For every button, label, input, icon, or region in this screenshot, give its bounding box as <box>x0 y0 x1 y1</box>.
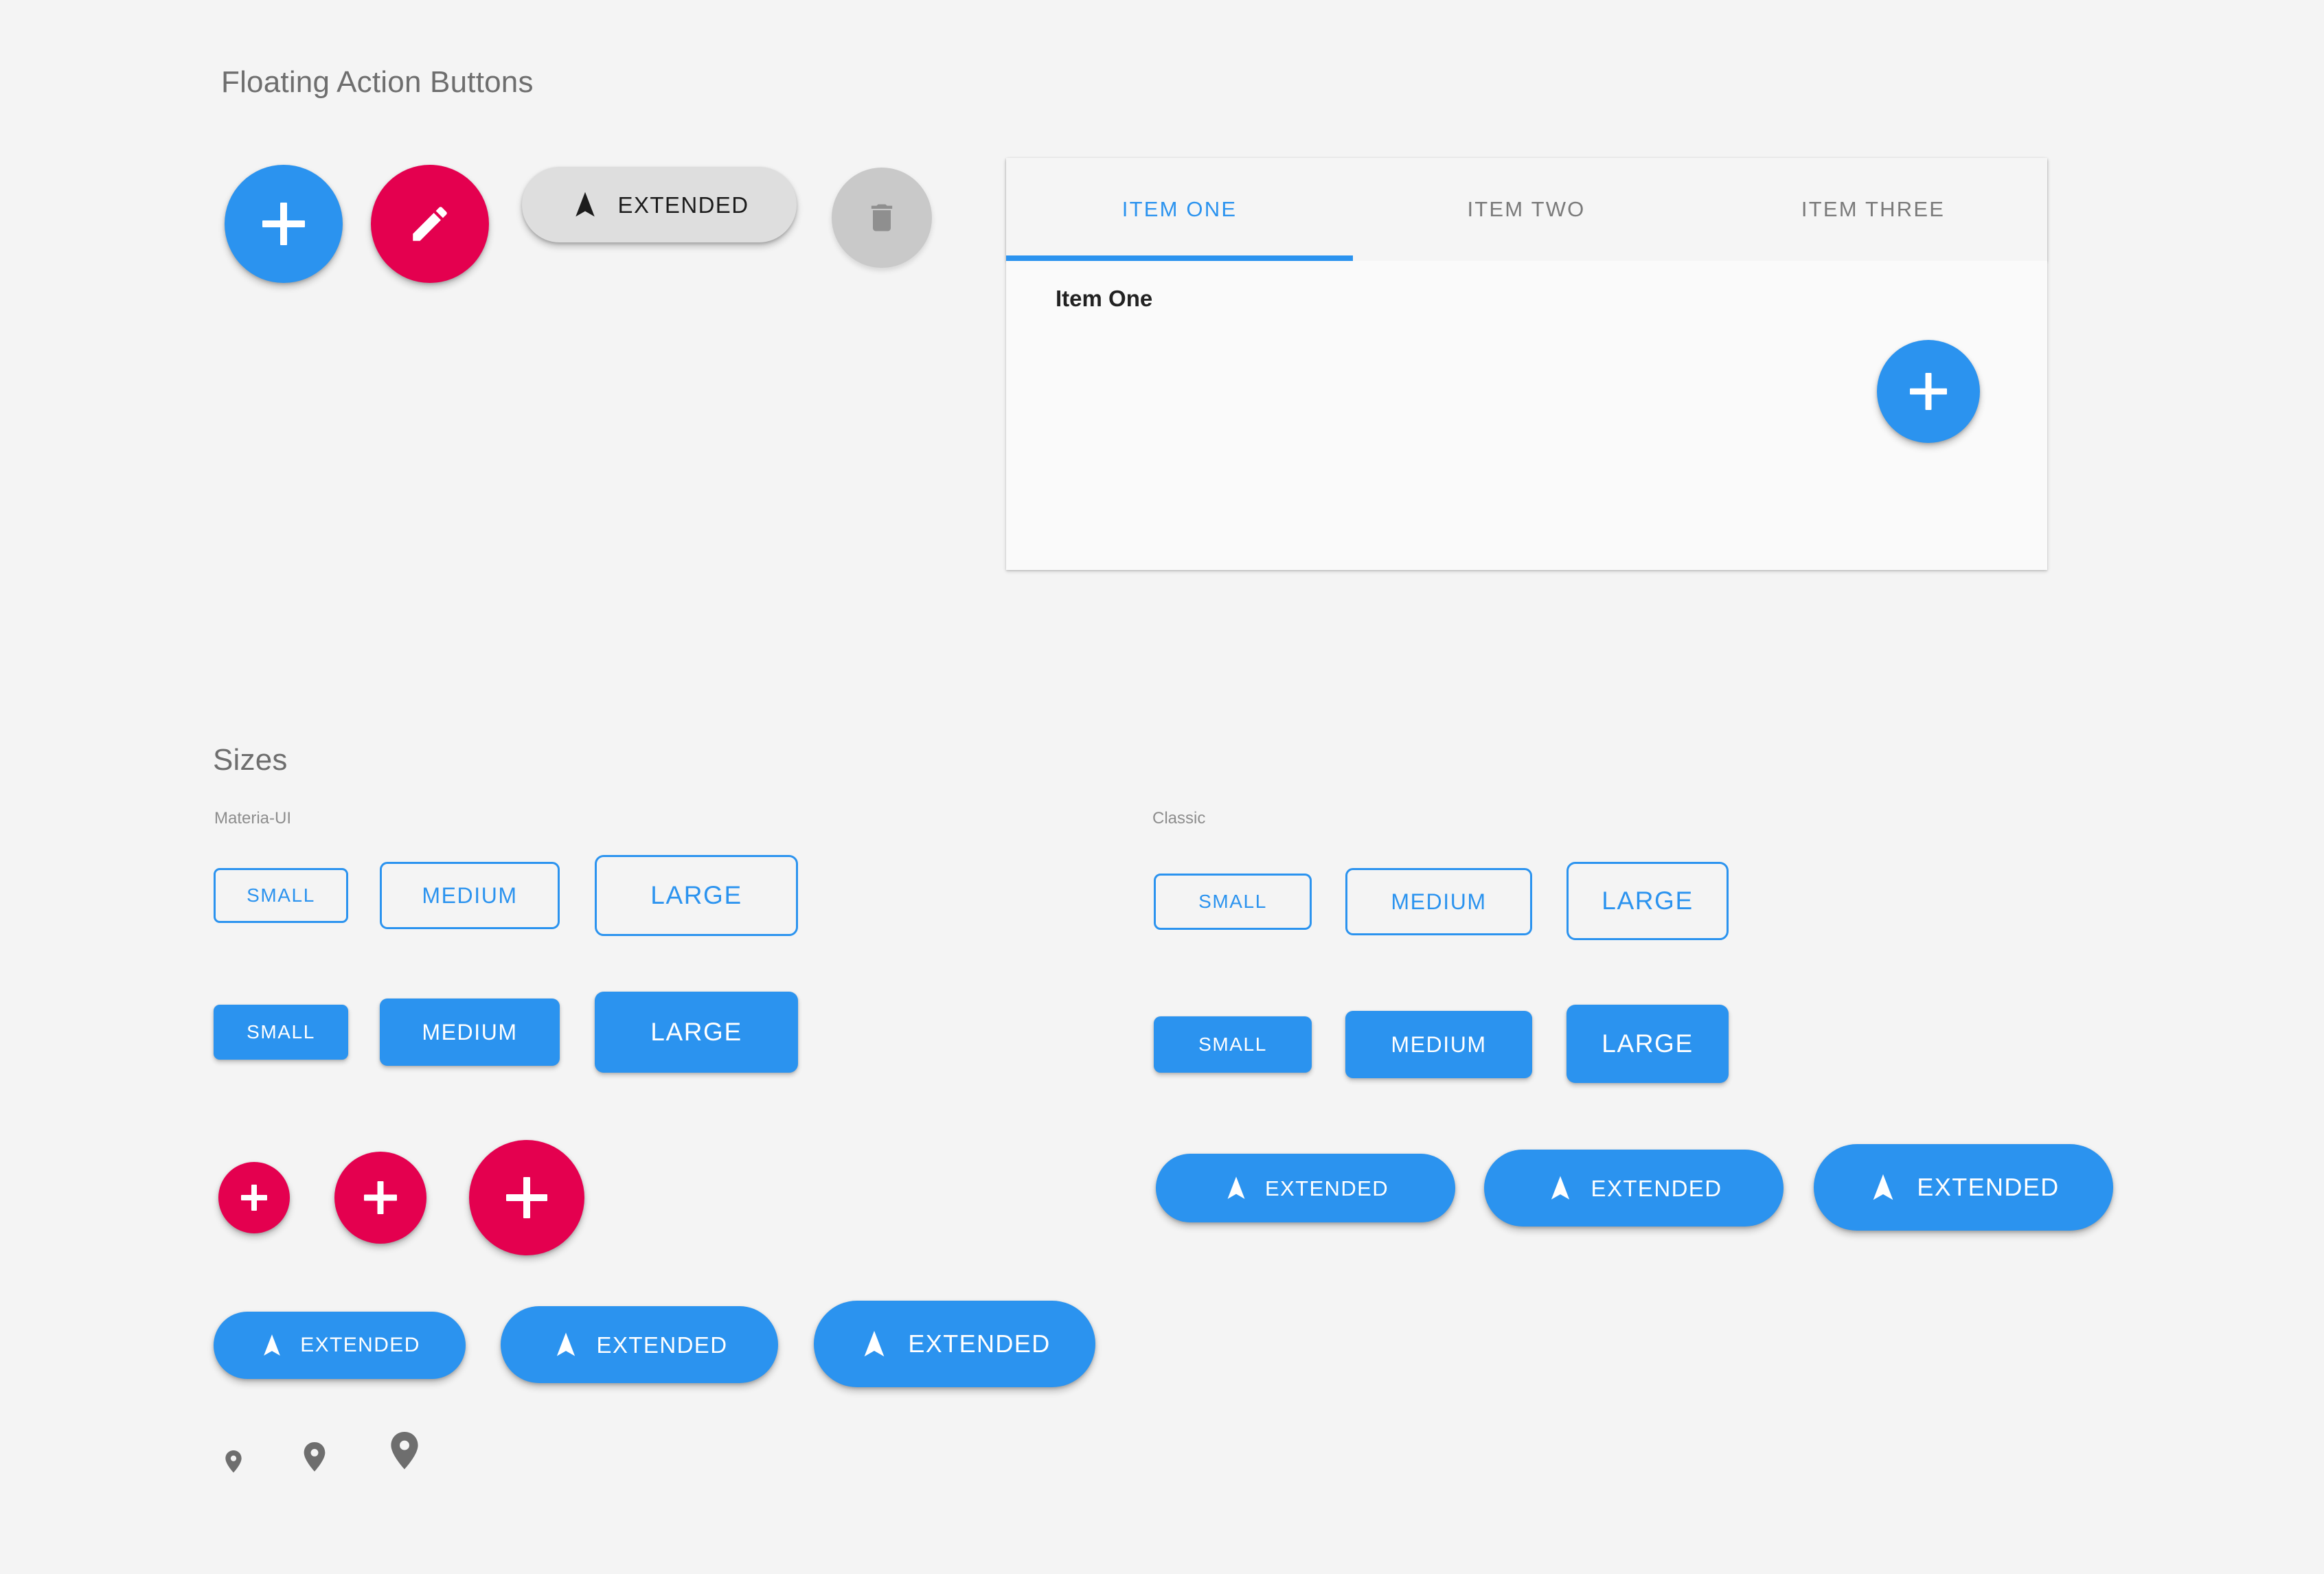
tab-active-indicator <box>1006 255 1353 261</box>
navigation-icon <box>259 1332 285 1358</box>
outlined-button-small-materia[interactable]: SMALL <box>214 868 348 923</box>
tab-item-one[interactable]: ITEM ONE <box>1006 158 1353 261</box>
extended-fab-small-materia[interactable]: EXTENDED <box>214 1312 466 1379</box>
extended-fab-label: EXTENDED <box>1917 1173 2060 1201</box>
outlined-button-medium-classic[interactable]: MEDIUM <box>1345 868 1532 935</box>
delete-fab <box>832 168 932 268</box>
extended-fab-medium-classic[interactable]: EXTENDED <box>1484 1150 1784 1227</box>
extended-fab-medium-materia[interactable]: EXTENDED <box>501 1306 778 1383</box>
extended-fab[interactable]: EXTENDED <box>522 167 797 242</box>
outlined-button-medium-materia[interactable]: MEDIUM <box>380 862 560 929</box>
contained-button-large-materia[interactable]: LARGE <box>595 992 798 1073</box>
page-title: Floating Action Buttons <box>221 65 534 99</box>
tab-panel: ITEM ONE ITEM TWO ITEM THREE Item One <box>1006 158 2047 570</box>
tab-content-text: Item One <box>1056 286 1153 311</box>
extended-fab-label: EXTENDED <box>1591 1175 1722 1201</box>
extended-fab-large-materia[interactable]: EXTENDED <box>814 1301 1095 1387</box>
contained-button-medium-materia[interactable]: MEDIUM <box>380 999 560 1066</box>
contained-button-large-classic[interactable]: LARGE <box>1567 1005 1729 1083</box>
plus-icon <box>364 1181 397 1214</box>
navigation-icon <box>1867 1172 1899 1203</box>
navigation-icon <box>1222 1174 1250 1202</box>
extended-fab-label: EXTENDED <box>596 1332 728 1358</box>
circle-fab-large-materia[interactable] <box>469 1140 584 1255</box>
edit-fab[interactable] <box>371 165 489 283</box>
map-pin-icon-small <box>223 1450 244 1484</box>
tab-content-panel: Item One <box>1006 261 2047 570</box>
extended-fab-large-classic[interactable]: EXTENDED <box>1814 1144 2113 1231</box>
outlined-button-large-classic[interactable]: LARGE <box>1567 862 1729 940</box>
trash-icon <box>864 200 900 236</box>
map-pin-icon-medium <box>300 1442 329 1485</box>
pencil-icon <box>407 201 453 247</box>
plus-icon <box>1910 373 1947 410</box>
plus-icon <box>262 203 305 245</box>
navigation-icon <box>1546 1174 1575 1202</box>
column-label-materia-ui: Materia-UI <box>214 809 292 828</box>
map-pin-icon-large <box>386 1432 423 1486</box>
contained-button-small-materia[interactable]: SMALL <box>214 1005 348 1060</box>
extended-fab-label: EXTENDED <box>908 1330 1051 1358</box>
plus-icon <box>241 1185 267 1211</box>
plus-icon <box>506 1177 547 1218</box>
extended-fab-small-classic[interactable]: EXTENDED <box>1156 1154 1455 1222</box>
tab-bar: ITEM ONE ITEM TWO ITEM THREE <box>1006 158 2047 261</box>
panel-add-fab[interactable] <box>1877 340 1980 443</box>
outlined-button-small-classic[interactable]: SMALL <box>1154 874 1312 930</box>
tab-item-three[interactable]: ITEM THREE <box>1700 158 2047 261</box>
navigation-icon <box>570 190 600 220</box>
extended-fab-label: EXTENDED <box>617 192 749 218</box>
navigation-icon <box>858 1328 890 1360</box>
sizes-title: Sizes <box>213 743 288 777</box>
contained-button-small-classic[interactable]: SMALL <box>1154 1016 1312 1073</box>
navigation-icon <box>551 1330 580 1359</box>
extended-fab-label: EXTENDED <box>1264 1176 1389 1200</box>
column-label-classic: Classic <box>1152 809 1206 828</box>
circle-fab-small-materia[interactable] <box>218 1162 290 1233</box>
add-fab[interactable] <box>225 165 343 283</box>
extended-fab-label: EXTENDED <box>300 1334 420 1356</box>
tab-item-two[interactable]: ITEM TWO <box>1353 158 1700 261</box>
outlined-button-large-materia[interactable]: LARGE <box>595 855 798 936</box>
contained-button-medium-classic[interactable]: MEDIUM <box>1345 1011 1532 1078</box>
circle-fab-medium-materia[interactable] <box>334 1152 426 1244</box>
